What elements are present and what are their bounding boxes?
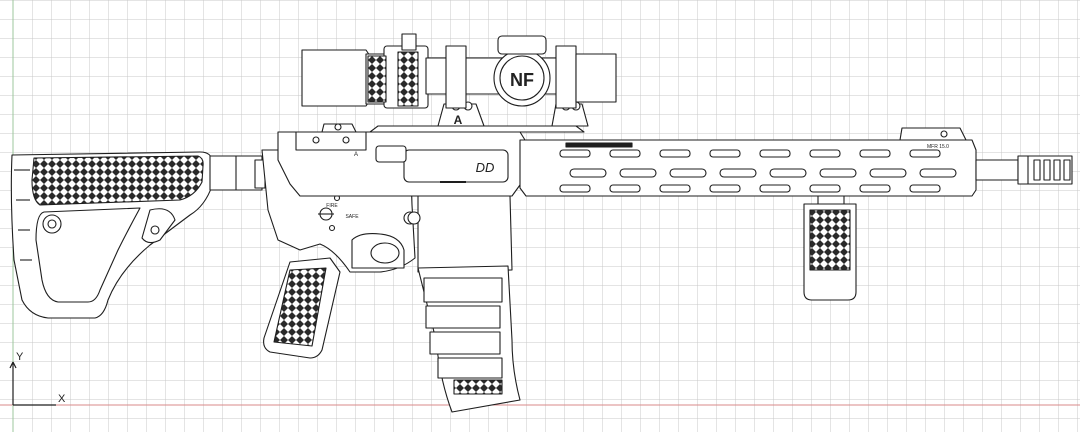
buffer-tube <box>209 155 266 191</box>
ucs-icon <box>9 361 56 406</box>
rear-sight <box>321 123 357 133</box>
handguard[interactable] <box>519 139 977 197</box>
scope-mount[interactable] <box>369 101 589 133</box>
magazine[interactable] <box>417 265 521 413</box>
selector-safe-label: SAFE <box>345 214 359 220</box>
magazine-well <box>407 195 513 273</box>
scope-logo: NF <box>510 70 534 90</box>
mount-logo: A <box>454 113 463 127</box>
rail-mark-label: MFR 15.0 <box>927 144 949 150</box>
vertical-foregrip[interactable] <box>803 195 857 301</box>
upper-receiver[interactable] <box>277 131 526 197</box>
barrel <box>975 159 1019 181</box>
scope-texture <box>367 51 419 107</box>
front-sight <box>899 127 967 141</box>
rifle-drawing[interactable] <box>10 33 1073 413</box>
upper-receiver-mark: A <box>354 152 358 158</box>
pistol-grip[interactable] <box>263 257 341 359</box>
ucs-x-label: X <box>58 393 66 405</box>
receiver-logo: DD <box>476 160 495 175</box>
muzzle-device <box>1017 155 1073 185</box>
buttstock[interactable] <box>10 151 213 319</box>
ucs-y-label: Y <box>16 351 24 363</box>
selector-fire-label: FIRE <box>326 203 338 209</box>
